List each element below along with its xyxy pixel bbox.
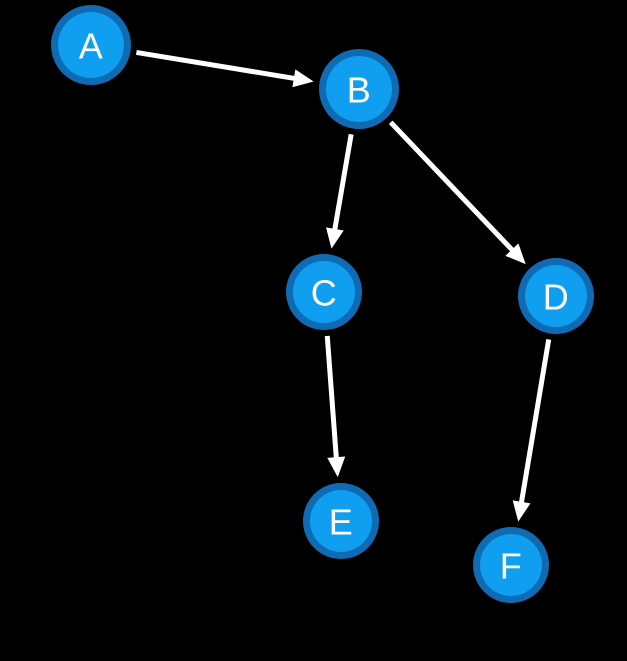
graph-edge[interactable] — [512, 338, 552, 522]
graph-edge[interactable] — [324, 335, 346, 478]
graph-node-e[interactable]: E — [303, 483, 379, 559]
node-circle — [525, 265, 587, 327]
edge-line — [135, 49, 298, 82]
node-circle — [58, 12, 124, 78]
node-label: E — [329, 502, 354, 543]
edge-arrowhead-icon — [326, 227, 344, 249]
edge-line — [324, 335, 339, 461]
graph-node-b[interactable]: B — [319, 49, 399, 129]
node-label: C — [311, 273, 338, 314]
node-label: D — [543, 277, 570, 318]
edge-arrowhead-icon — [327, 456, 346, 478]
edges-layer — [135, 49, 552, 522]
graph-edge[interactable] — [388, 120, 526, 265]
node-circle — [310, 490, 372, 552]
edge-line — [388, 120, 516, 254]
edge-arrowhead-icon — [512, 500, 531, 522]
edge-line — [331, 133, 354, 233]
node-circle — [326, 56, 392, 122]
graph-node-a[interactable]: A — [51, 5, 131, 85]
edge-arrowhead-icon — [505, 243, 526, 265]
graph-node-f[interactable]: F — [473, 527, 549, 603]
nodes-layer: A B C D E F — [51, 5, 594, 603]
graph-node-c[interactable]: C — [286, 254, 362, 330]
graph-edge[interactable] — [326, 133, 354, 249]
node-label: A — [79, 26, 104, 67]
graph-node-d[interactable]: D — [518, 258, 594, 334]
node-circle — [480, 534, 542, 596]
edge-arrowhead-icon — [292, 69, 314, 88]
edge-line — [518, 338, 552, 506]
node-label: B — [347, 70, 372, 111]
graph-edge[interactable] — [135, 49, 314, 88]
node-circle — [293, 261, 355, 323]
node-label: F — [500, 546, 523, 587]
